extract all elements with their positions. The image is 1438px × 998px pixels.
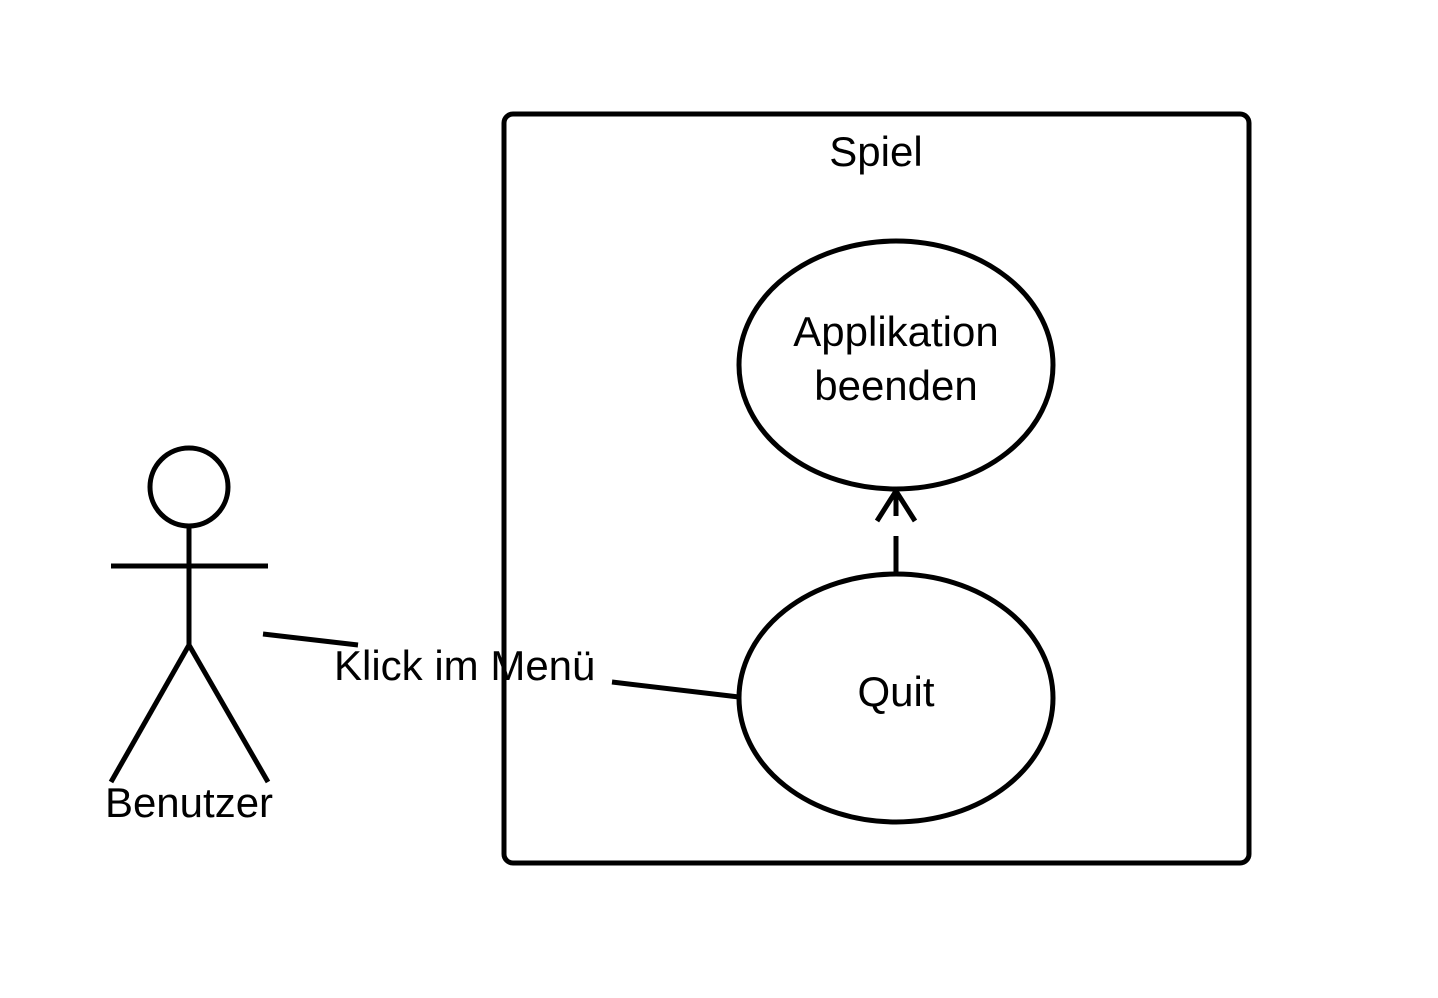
dependency-arrow [874, 486, 918, 574]
association-line-right [611, 679, 740, 700]
system-boundary: Spiel [501, 111, 1252, 866]
association: Klick im Menü [262, 631, 740, 700]
use-case-bottom-label: Quit [857, 668, 934, 715]
use-case-top-line1: Applikation [793, 308, 998, 355]
system-title: Spiel [829, 128, 922, 175]
use-case-applikation-beenden: Applikation beenden [736, 238, 1056, 492]
actor-left-leg [108, 643, 192, 784]
use-case-top-line2: beenden [814, 362, 978, 409]
system-boundary-box [501, 111, 1252, 866]
actor-label: Benutzer [105, 779, 273, 826]
association-line-left [262, 631, 359, 648]
association-label: Klick im Menü [334, 642, 595, 689]
actor-benutzer: Benutzer [105, 445, 273, 826]
actor-head [147, 445, 231, 529]
actor-right-leg [186, 643, 271, 784]
arrowhead-icon [874, 486, 918, 523]
use-case-quit: Quit [736, 571, 1056, 825]
